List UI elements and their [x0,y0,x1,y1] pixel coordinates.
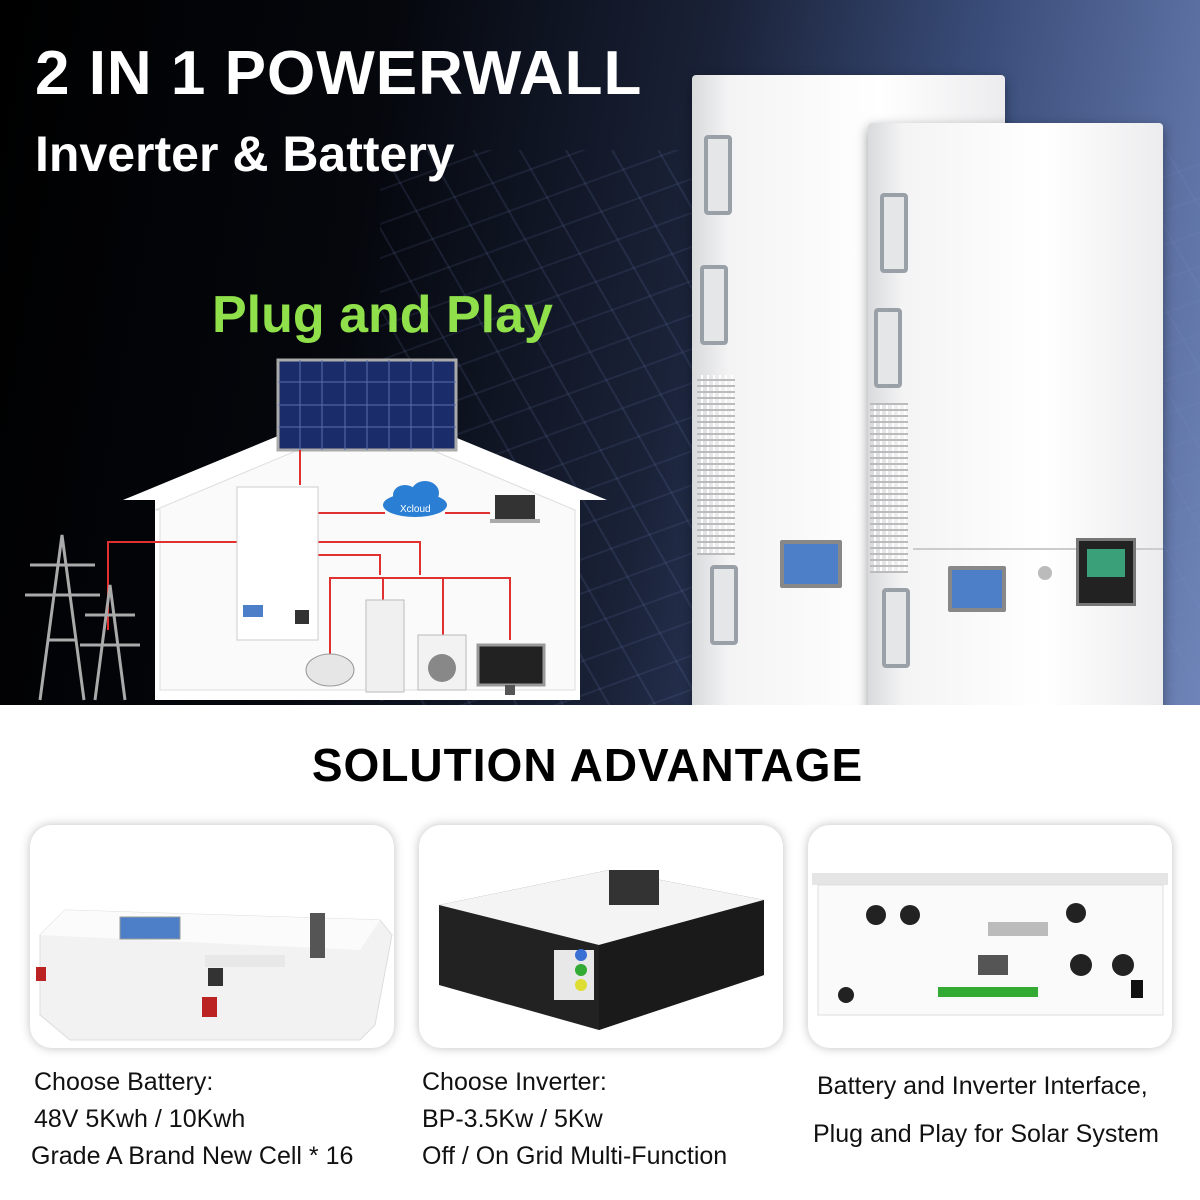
power-tower-icon [25,534,140,701]
battery-caption: Choose Battery: 48V 5Kwh / 10Kwh Grade A… [31,1064,354,1175]
power-knob [1038,566,1052,580]
inverter-card [419,825,783,1048]
battery-card [30,825,394,1048]
battery-lcd [948,566,1006,612]
hero-subtitle: Inverter & Battery [35,126,455,182]
tv-icon [476,643,546,695]
plug-and-play-diagram: Xcloud [25,358,607,701]
handle-icon [882,588,910,668]
rice-cooker-icon [305,653,355,687]
caption-line: 48V 5Kwh / 10Kwh [34,1105,246,1133]
interface-caption: Battery and Inverter Interface, Plug and… [813,1062,1159,1158]
caption-line: Choose Inverter: [422,1068,607,1096]
solar-panel-icon [276,358,458,452]
caption-line: Off / On Grid Multi-Function [422,1142,728,1170]
caption-line: Battery and Inverter Interface, [817,1072,1148,1100]
interface-panel-image [812,873,1168,1016]
handle-icon [704,135,732,215]
interface-card [808,825,1172,1048]
section-heading: SOLUTION ADVANTAGE [311,739,864,791]
caption-line: Choose Battery: [34,1068,214,1096]
inverter-caption: Choose Inverter: BP-3.5Kw / 5Kw Off / On… [422,1064,727,1175]
refrigerator-icon [365,599,405,693]
cloud-label: Xcloud [400,504,431,515]
handle-icon [880,193,908,273]
caption-line: BP-3.5Kw / 5Kw [422,1105,603,1133]
hero-banner: 2 IN 1 POWERWALL Inverter & Battery Plug… [0,0,1200,705]
cloud-icon [383,481,447,517]
hero-tagline: Plug and Play [212,286,553,344]
caption-line: Grade A Brand New Cell * 16 [31,1142,354,1170]
battery-module-image [36,909,393,1041]
handle-icon [700,265,728,345]
washing-machine-icon [417,634,467,691]
inverter-display [1076,538,1136,606]
caption-line: Plug and Play for Solar System [813,1120,1159,1148]
powerwall-unit-front [868,123,1163,705]
handle-icon [710,565,738,645]
hero-title: 2 IN 1 POWERWALL [35,39,643,108]
hybrid-inverter-image [439,870,764,1030]
handle-icon [874,308,902,388]
laptop-icon [490,495,540,523]
lcd-display [780,540,842,588]
